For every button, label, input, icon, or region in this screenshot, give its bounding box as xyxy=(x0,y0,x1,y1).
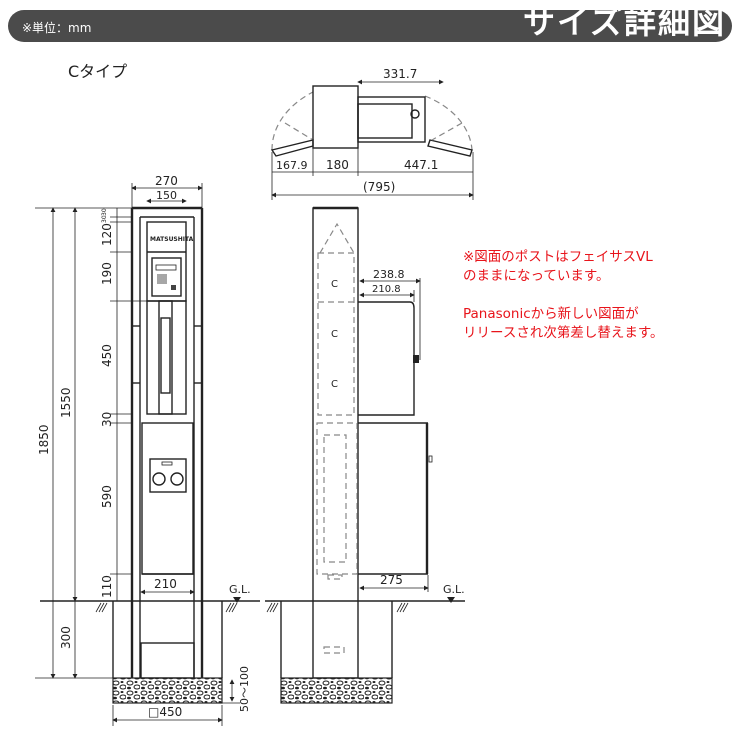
dim-450: 450 xyxy=(100,344,114,367)
page-title: サイズ詳細図 xyxy=(522,3,726,41)
top-view: 331.7 167.9 180 447.1 (795) xyxy=(270,67,474,200)
type-label: Cタイプ xyxy=(68,62,128,81)
side-view: C C C 238.8 210.8 275 G.L. xyxy=(265,206,465,704)
dim-180: 180 xyxy=(326,158,349,172)
ground-level-label: G.L. xyxy=(229,583,251,596)
ground-level-label: G.L. xyxy=(443,583,465,596)
dim-30c: 30 xyxy=(100,412,114,427)
ground-hatch-icon xyxy=(266,602,279,613)
dim-300: 300 xyxy=(59,626,73,649)
ground-hatch-icon xyxy=(225,602,238,613)
dim-270: 270 xyxy=(155,174,178,188)
dim-275: 275 xyxy=(380,573,403,587)
ground-hatch-icon xyxy=(396,602,409,613)
note-line-2: のままになっています。 xyxy=(463,268,610,284)
dim-447-1: 447.1 xyxy=(404,158,438,172)
unit-note: ※単位：mm xyxy=(22,21,92,35)
dim-795: (795) xyxy=(363,180,395,194)
brand-label: MATSUSHITA xyxy=(150,236,194,243)
dim-150: 150 xyxy=(156,189,177,202)
dim-base-450: □450 xyxy=(148,705,182,719)
dim-331-7: 331.7 xyxy=(383,67,417,81)
note-line-1: ※図面のポストはフェイサスVL xyxy=(463,249,653,265)
note-line-4: リリースされ次第差し替えます。 xyxy=(463,325,664,341)
button-icon xyxy=(171,285,176,290)
ground-level-marker-icon xyxy=(233,597,241,603)
dim-590: 590 xyxy=(100,485,114,508)
dim-1850: 1850 xyxy=(37,424,51,455)
ground-level-marker-icon xyxy=(447,597,455,603)
speaker-grille-icon xyxy=(157,274,167,284)
front-view: MATSUSHITA 1850 1550 30 30 120 19 xyxy=(35,174,260,726)
header-bar xyxy=(8,10,732,42)
dim-30b: 30 xyxy=(101,215,108,223)
mark-c: C xyxy=(331,279,338,290)
dim-gravel-depth: 50〜100 xyxy=(238,666,251,712)
ground-hatch-icon xyxy=(95,602,108,613)
mark-c: C xyxy=(331,329,338,340)
dim-210-8: 210.8 xyxy=(372,284,401,295)
dim-190: 190 xyxy=(100,262,114,285)
dim-238-8: 238.8 xyxy=(373,268,405,281)
dim-210: 210 xyxy=(154,577,177,591)
dim-167-9: 167.9 xyxy=(276,159,308,172)
mark-c: C xyxy=(331,379,338,390)
dim-1550: 1550 xyxy=(59,387,73,418)
note-line-3: Panasonicから新しい図面が xyxy=(463,306,639,322)
dim-30a: 30 xyxy=(101,208,108,216)
dim-110: 110 xyxy=(100,575,114,598)
dim-120: 120 xyxy=(100,223,114,246)
